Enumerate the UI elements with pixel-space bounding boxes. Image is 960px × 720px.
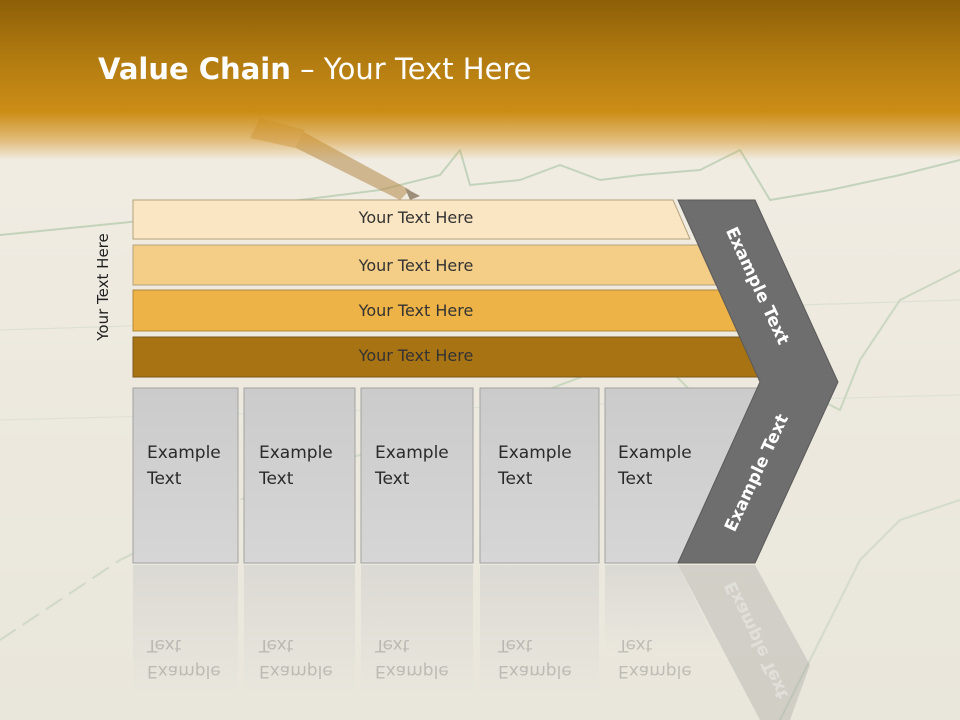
primary-box-4 — [479, 387, 600, 564]
primary-box-4-reflection-label: Example Text — [498, 632, 572, 684]
primary-box-5-label: Example Text — [618, 440, 692, 492]
primary-box-4-reflection — [480, 565, 599, 695]
primary-box-1-reflection — [133, 565, 238, 695]
reflection-line1: Example — [618, 661, 692, 681]
reflection-line2: Text — [498, 635, 533, 655]
support-bar-3-label: Your Text Here — [358, 301, 474, 320]
primary-box-3-reflection-label: Example Text — [375, 632, 449, 684]
primary-box-1 — [132, 387, 239, 564]
primary-box-5-line1: Example — [618, 443, 692, 463]
support-bar-4-label: Your Text Here — [358, 346, 474, 365]
primary-box-2-reflection — [244, 565, 355, 695]
primary-box-3-reflection — [361, 565, 473, 695]
primary-box-2-reflection-label: Example Text — [259, 632, 333, 684]
primary-box-3-line2: Text — [375, 469, 410, 489]
slide-title: Value Chain – Your Text Here — [98, 52, 532, 86]
primary-box-2-line2: Text — [259, 469, 294, 489]
primary-box-1-line1: Example — [147, 443, 221, 463]
header-band — [0, 0, 960, 160]
reflection-line1: Example — [259, 661, 333, 681]
reflection-line2: Text — [147, 635, 182, 655]
primary-box-1-label: Example Text — [147, 440, 221, 492]
primary-box-5-reflection — [605, 565, 720, 650]
reflection-line1: Example — [498, 661, 572, 681]
primary-box-4-line1: Example — [498, 443, 572, 463]
reflection-line2: Text — [259, 635, 294, 655]
support-bar-2-label: Your Text Here — [358, 256, 474, 275]
primary-box-4-label: Example Text — [498, 440, 572, 492]
reflection-line1: Example — [375, 661, 449, 681]
title-rest-part: – Your Text Here — [290, 52, 532, 86]
primary-box-3-label: Example Text — [375, 440, 449, 492]
reflection-line2: Text — [375, 635, 410, 655]
reflection-line1: Example — [147, 661, 221, 681]
primary-box-4-line2: Text — [498, 469, 533, 489]
primary-box-5-reflection-label: Example Text — [618, 632, 692, 684]
margin-chevron — [677, 199, 839, 564]
primary-box-2-line1: Example — [259, 443, 333, 463]
reflection-line2: Text — [618, 635, 653, 655]
title-bold-part: Value Chain — [98, 52, 291, 86]
primary-box-1-reflection-label: Example Text — [147, 632, 221, 684]
primary-box-3-line1: Example — [375, 443, 449, 463]
primary-box-3 — [360, 387, 474, 564]
primary-box-2 — [243, 387, 356, 564]
support-bar-1 — [132, 199, 691, 240]
primary-box-2-label: Example Text — [259, 440, 333, 492]
support-bar-1-label: Your Text Here — [358, 208, 474, 227]
primary-box-5-line2: Text — [618, 469, 653, 489]
primary-box-1-line2: Text — [147, 469, 182, 489]
